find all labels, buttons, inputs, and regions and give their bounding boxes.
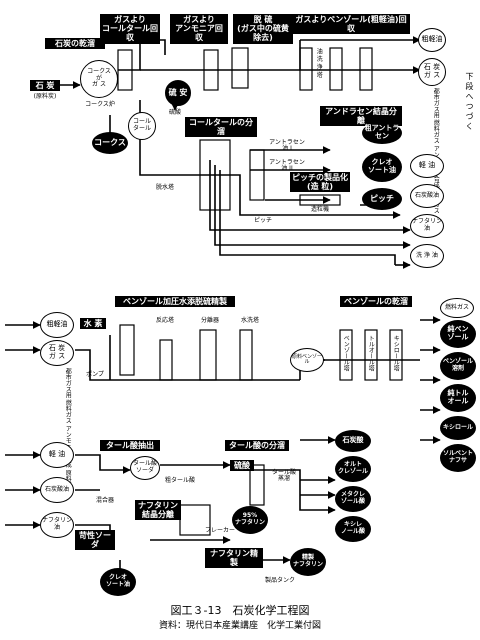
oil-wash-tower-label: 油 洗 浄 塔 (315, 48, 323, 78)
pump-label: ポンプ (86, 371, 104, 378)
benzol-column (339, 329, 353, 381)
creosote-circle: クレオ ソート油 (362, 152, 402, 182)
tar-acid-soda-circle: タール酸 ソーダ (130, 456, 160, 480)
raw-coal-label: (原料炭) (33, 93, 57, 100)
xylol-circle: キシロール (440, 416, 476, 440)
crude-tar-acid-label: 粗タール酸 (164, 477, 195, 484)
preheater (119, 324, 135, 376)
granulator-unit (299, 194, 341, 206)
anthracene-tank (249, 149, 265, 201)
pipe-still (359, 47, 373, 91)
bottom-light-oil-circle: 軽 油 (40, 442, 74, 468)
light-oil-recovery-box: ガスよりベンゾール(粗軽油)回収 (292, 14, 410, 35)
toluol-tower-label: トルオール塔 (367, 335, 375, 371)
tar-acid-distill-label: タール酸 蒸溜 (271, 469, 296, 483)
bottom-coal-gas-circle: 石 炭 ガ ス (40, 340, 74, 366)
gas-tar-recovery-box: ガスより コールタール回収 (100, 14, 160, 44)
raw-benzene-circle: 原料ベンゾール (290, 348, 324, 372)
figure-source: 資料：現代日本産業講座 化学工業付図 (158, 621, 321, 631)
freezer-label: フレーカー (205, 527, 236, 534)
phenol-circle: 石炭酸 (335, 430, 371, 452)
coal-tar-distill-box: コールタールの分 溜 (185, 117, 257, 138)
sulfuric-acid-label: 硫酸 (168, 109, 181, 116)
metacresol-circle: メタクレ ゾール酸 (335, 486, 371, 512)
pitch-line-label: ピッチ (253, 217, 272, 224)
coke-oven-circle: コークス が ガ ス (80, 60, 118, 98)
ammonia-tower (203, 49, 219, 91)
coke-oven-label: コークス炉 (85, 101, 115, 108)
sulfuric-acid-box: 硫酸 (230, 460, 254, 472)
pure-toluene-circle: 純トル オール (440, 384, 476, 412)
naphthalene-oil-circle: ナフタリン油 (410, 214, 444, 238)
product-tank-label: 製品タンク (264, 577, 295, 584)
tar-tower (117, 49, 133, 91)
caustic-soda-box: 苛性ソーダ (75, 530, 115, 551)
wash-tower (299, 47, 313, 91)
ammonium-sulfate-circle: 硫 安 (165, 80, 191, 106)
hydro-refine-box: ベンゾール加圧水添脱硫精製 (115, 296, 235, 308)
bottom-naphthalene-oil-circle: ナフタリン 油 (40, 512, 74, 538)
figure-caption: 図工３-13 石炭化学工程図 (170, 604, 310, 617)
xylenol-circle: キシレ ノール酸 (335, 516, 371, 542)
separator-vessel (199, 329, 217, 381)
reactor-vessel (159, 339, 173, 381)
crude-anthracene-circle: 粗アントラセン (362, 122, 402, 144)
pitch-product-box: ピッチの製品化 (造 粒) (290, 172, 350, 193)
gas-user-label: 都市ガス用 燃料ガス アンモニア合成 原料ガス (432, 88, 440, 214)
gas-ammonia-recovery-box: ガスより アンモニア回収 (170, 14, 228, 44)
fuel-gas-circle: 燃料ガス (440, 298, 474, 318)
wash-oil-circle: 洗 浄 油 (410, 244, 444, 268)
refined-naphthalene-circle: 精製 ナフタリン (290, 548, 326, 576)
tar-acid-extract-box: タール酸抽出 (100, 440, 160, 452)
anthracene-box: アンドラセン結晶分離 (320, 106, 402, 127)
benzol-distill-box: ベンゾールの乾溜 (340, 296, 412, 308)
benzene-solvent-circle: ベンゾール 溶剤 (440, 352, 476, 380)
carbolic-oil-circle: 石炭酸油 (410, 184, 444, 208)
top-equipment (117, 47, 373, 211)
separator-label: 分離器 (200, 317, 219, 324)
benzol-tower-label: ベンゾール塔 (342, 335, 350, 371)
xylol-column (389, 329, 403, 381)
orthocresol-circle: オルト クレゾール (335, 456, 371, 482)
coal-tar-tank-circle: コール タール (128, 112, 156, 140)
naphthalene-95-circle: 95% ナフタリン (232, 506, 268, 534)
tar-acid-column (249, 464, 265, 506)
coke-circle: コークス (92, 132, 128, 154)
pure-benzene-circle: 純ベン ゾール (440, 320, 476, 348)
toluol-column (364, 329, 378, 381)
xylol-tower-label: キシロール塔 (392, 335, 400, 371)
distill-column (199, 139, 231, 211)
strip-tower (329, 47, 343, 91)
bottom-equipment (119, 324, 403, 536)
naphthalene-cryst-box: ナフタリン 結晶分離 (135, 500, 181, 521)
tar-acid-split-box: タール酸の分溜 (225, 440, 289, 452)
coal-input-box: 石 炭 (30, 80, 60, 92)
creosote2-circle: クレオ ソート油 (100, 568, 136, 596)
anthracene-oil1-label: アントラセン 油 I (269, 139, 305, 153)
reactor-label: 反応塔 (155, 317, 174, 324)
bottom-crude-light-oil-circle: 粗軽油 (40, 312, 74, 338)
light-oil-circle: 軽 油 (410, 154, 444, 178)
next-page-label: 下段へつづく (465, 72, 474, 132)
bottom-carbolic-oil-circle: 石炭酸油 (40, 477, 74, 503)
pitch-circle: ピッチ (362, 188, 402, 210)
coal-drying-box: 石炭の乾溜 (45, 38, 105, 50)
bottom-gas-user-label: 都市ガス用 燃料ガス アンモニア合成 原料ガス (64, 368, 72, 494)
crude-light-oil-circle: 粗軽油 (418, 28, 446, 52)
desulfurization-box: 脱 硫 (ガス中の硫黄除去) (233, 14, 293, 44)
solvent-naphtha-circle: ソルベント ナフサ (440, 444, 476, 472)
water-wash-label: 水洗塔 (240, 317, 259, 324)
granulator-label: 造粒機 (310, 206, 329, 213)
hydrogen-box: 水 素 (80, 318, 106, 330)
coal-gas-circle: 石 炭 ガ ス (418, 58, 446, 86)
dehydrate-label: 脱水塔 (155, 184, 174, 191)
anthracene-oil2-label: アントラセン 油 II (269, 159, 305, 173)
desulfurizer (231, 47, 249, 89)
mixer-label: 混合器 (95, 497, 114, 504)
wash-column (239, 329, 253, 381)
naphthalene-refine-box: ナフタリン精製 (205, 548, 263, 569)
